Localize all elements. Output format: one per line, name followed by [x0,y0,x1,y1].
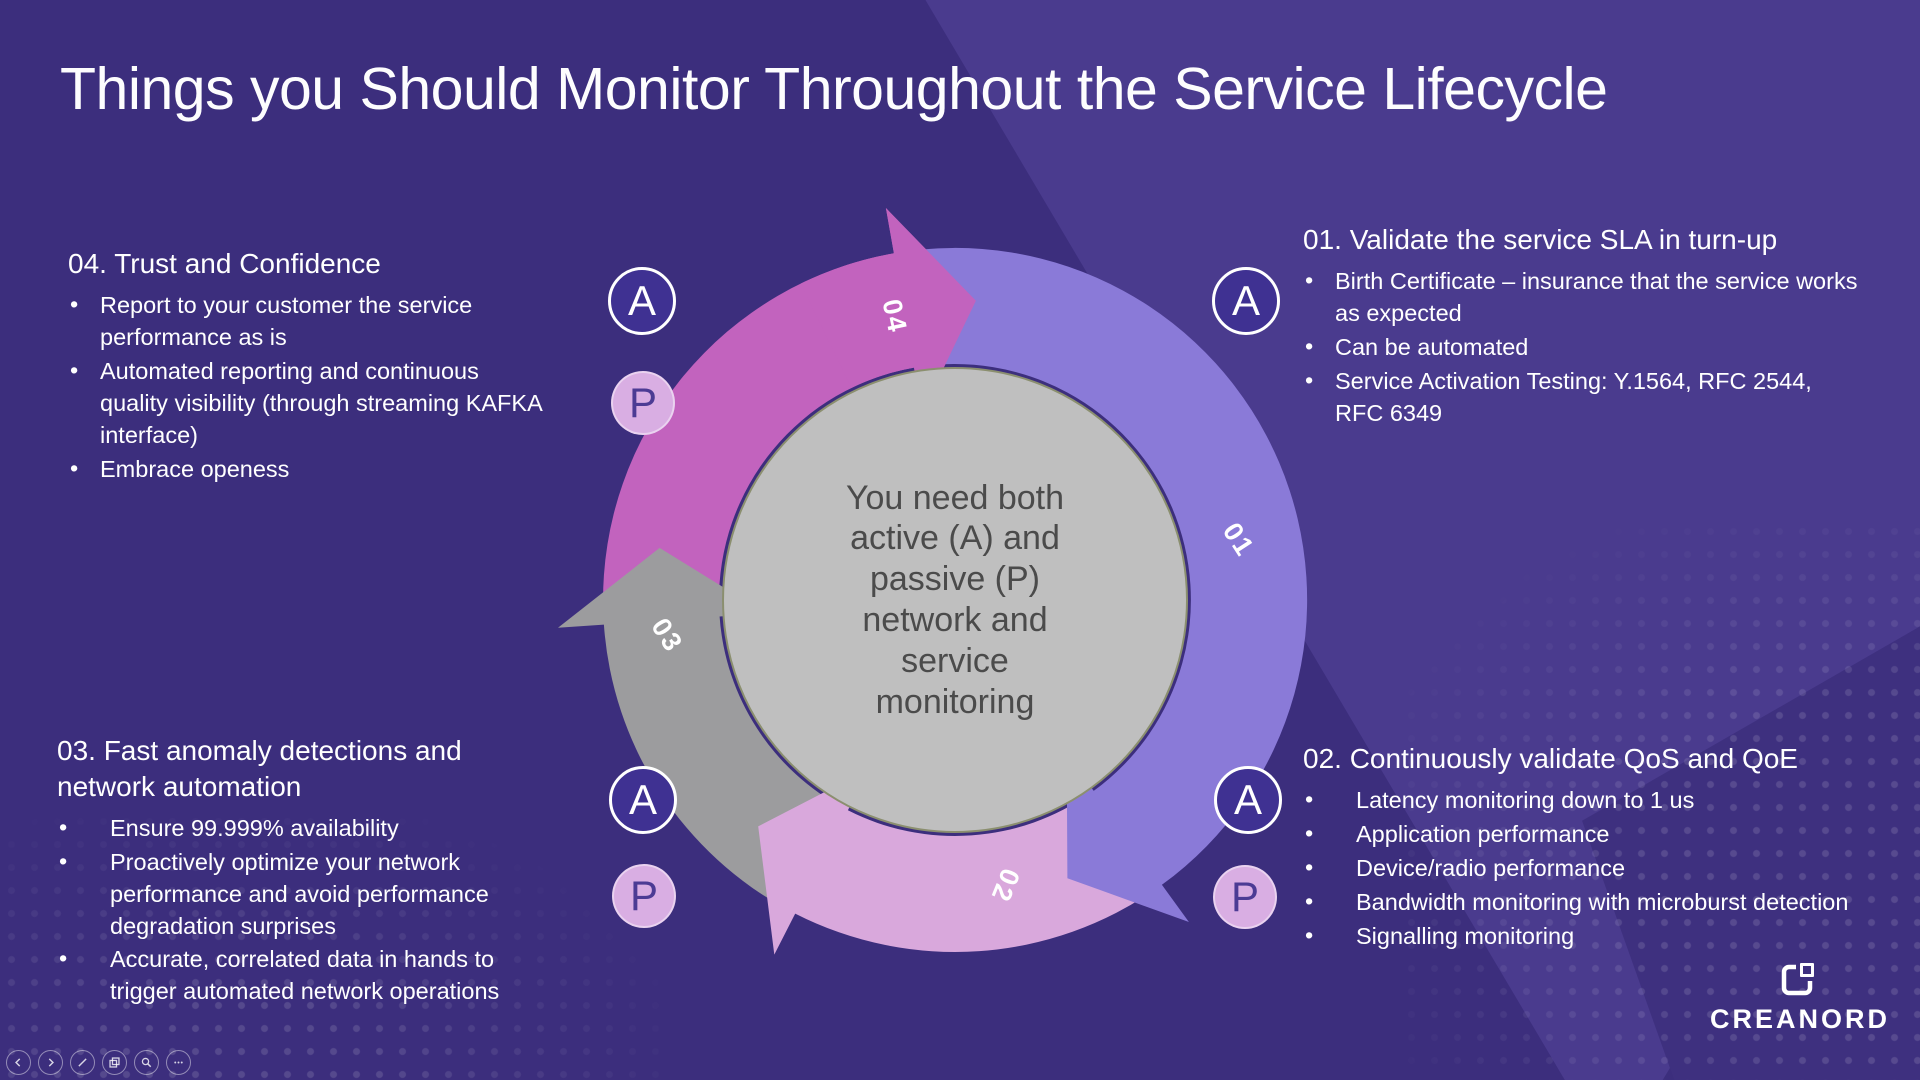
active-badge-top-left: A [608,267,676,335]
bullet-marker: • [59,847,68,874]
section-bullets: • Latency monitoring down to 1 us • Applica… [1303,785,1891,953]
bullet-marker: • [1305,819,1314,846]
creanord-wordmark: CREANORD [1709,1004,1890,1034]
section-heading: 04. Trust and Confidence [68,248,381,279]
bullet-marker: • [70,454,79,481]
bullet-text: Birth Certificate – insurance that the s… [1335,267,1858,326]
creanord-logo-icon [1781,959,1818,996]
bullet-marker: • [70,356,79,383]
zoom-slide-button[interactable] [134,1050,159,1075]
bullet-marker: • [1305,266,1314,293]
bullet-text: Device/radio performance [1356,854,1626,881]
bullet-marker: • [1305,887,1314,914]
passive-badge-bottom-left: P [612,864,676,928]
section-bullets: • Birth Certificate – insurance that the … [1303,266,1865,430]
slide-title: Things you Should Monitor Throughout the… [60,56,1608,122]
bullet-item: • Birth Certificate – insurance that the … [1303,266,1865,330]
bullet-item: • Application performance [1303,819,1891,851]
section-heading: 02. Continuously validate QoS and QoE [1303,743,1798,774]
active-badge-top-right: A [1212,267,1280,335]
bullet-text: Automated reporting and continuous quali… [100,357,542,448]
bullet-item: • Service Activation Testing: Y.1564, RFC… [1303,366,1865,430]
section-trust-and-confidence: 04. Trust and Confidence • Report to your… [68,246,543,488]
center-circle-text: You need both active (A) and passive (P)… [845,478,1065,721]
section-fast-anomaly: 03. Fast anomaly detections and network … [57,733,547,1010]
bullet-item: • Accurate, correlated data in hands to t… [57,944,547,1008]
bullet-item: • Proactively optimize your network perfo… [57,847,547,943]
bullet-marker: • [1305,853,1314,880]
cycle-arrow-01 [893,247,1308,923]
bullet-text: Embrace openess [100,455,290,482]
bullet-item: • Device/radio performance [1303,853,1891,885]
bullet-text: Ensure 99.999% availability [110,814,399,841]
bullet-text: Application performance [1356,820,1610,847]
bullet-marker: • [1305,785,1314,812]
previous-slide-button[interactable] [6,1050,31,1075]
bullet-item: • Latency monitoring down to 1 us [1303,785,1891,817]
bullet-marker: • [59,813,68,840]
cycle-arrows [558,208,1308,955]
bullet-text: Can be automated [1335,333,1529,360]
section-bullets: • Ensure 99.999% availability • Proactively… [57,813,547,1009]
cycle-arrow-04-head [800,208,976,413]
section-validate-qos: 02. Continuously validate QoS and QoE • L… [1303,741,1891,955]
bullet-text: Latency monitoring down to 1 us [1356,786,1695,813]
see-all-slides-button[interactable] [102,1050,127,1075]
bullet-text: Service Activation Testing: Y.1564, RFC … [1335,367,1812,426]
center-circle [722,367,1188,833]
slideshow-toolbar [6,1050,191,1075]
bullet-item: • Automated reporting and continuous qual… [68,356,543,452]
more-options-button[interactable] [166,1050,191,1075]
bullet-marker: • [1305,921,1314,948]
cycle-arrow-02 [758,769,1157,955]
cycle-step-number-04: 04 [876,297,912,337]
bullet-item: • Signalling monitoring [1303,921,1891,953]
bullet-text: Accurate, correlated data in hands to tr… [110,946,500,1005]
section-validate-sla: 01. Validate the service SLA in turn-up … [1303,222,1865,432]
section-heading: 01. Validate the service SLA in turn-up [1303,224,1778,255]
bullet-item: • Report to your customer the service per… [68,290,543,354]
passive-badge-bottom-right: P [1213,865,1277,929]
bullet-item: • Ensure 99.999% availability [57,813,547,845]
bullet-text: Signalling monitoring [1356,922,1575,949]
bullet-text: Proactively optimize your network perfor… [110,848,489,939]
bullet-item: • Bandwidth monitoring with microburst de… [1303,887,1891,919]
next-slide-button[interactable] [38,1050,63,1075]
bullet-marker: • [1305,366,1314,393]
passive-badge-top-left: P [611,371,675,435]
active-badge-bottom-right: A [1214,766,1282,834]
creanord-logo: CREANORD [1700,956,1900,1035]
active-badge-bottom-left: A [609,766,677,834]
bullet-text: Bandwidth monitoring with microburst det… [1356,888,1849,915]
bullet-marker: • [1305,332,1314,359]
bullet-item: • Can be automated [1303,332,1865,364]
pen-tools-button[interactable] [70,1050,95,1075]
section-bullets: • Report to your customer the service per… [68,290,543,486]
bullet-marker: • [70,290,79,317]
bullet-marker: • [59,945,68,972]
bullet-text: Report to your customer the service perf… [100,291,473,350]
bullet-item: • Embrace openess [68,454,543,486]
section-heading: 03. Fast anomaly detections and network … [57,735,462,802]
